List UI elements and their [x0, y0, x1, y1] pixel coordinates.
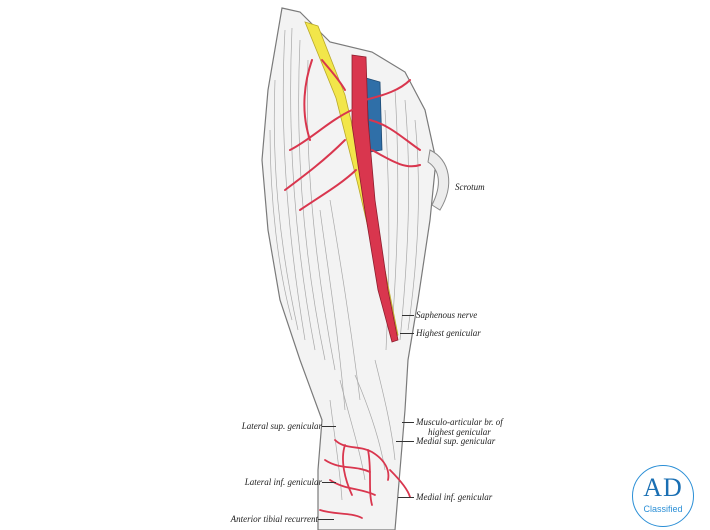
label-musculo-articular-line1: Musculo-articular br. of — [416, 417, 503, 427]
leader-anterior-tibial-recurrent — [318, 519, 334, 520]
leader-lateral-sup-genicular — [322, 426, 336, 427]
label-highest-genicular: Highest genicular — [416, 328, 481, 338]
leader-highest-genicular — [400, 333, 414, 334]
label-lateral-inf-genicular: Lateral inf. genicular — [244, 477, 322, 487]
label-anterior-tibial-recurrent: Anterior tibial recurrent — [230, 514, 318, 524]
leader-medial-inf-genicular — [398, 497, 414, 498]
genicular-network — [319, 439, 411, 519]
label-saphenous-nerve: Saphenous nerve — [416, 310, 478, 320]
logo-subtitle: Classified — [643, 504, 683, 514]
label-medial-sup-genicular: Medial sup. genicular — [416, 436, 496, 446]
label-medial-inf-genicular: Medial inf. genicular — [416, 492, 493, 502]
artery-branches — [284, 59, 421, 211]
logo-letters: AD — [643, 473, 683, 502]
leader-musculo-articular — [402, 422, 414, 423]
label-lateral-sup-genicular: Lateral sup. genicular — [241, 421, 322, 431]
leader-saphenous-nerve — [402, 315, 414, 316]
label-scrotum: Scrotum — [455, 182, 485, 192]
scrotum-outline — [427, 149, 450, 211]
label-musculo-articular-line2: highest genicular — [428, 427, 491, 437]
ad-classified-logo[interactable]: AD Classified — [632, 465, 694, 527]
thigh-outline — [261, 7, 437, 530]
leader-lateral-inf-genicular — [322, 482, 336, 483]
leader-medial-sup-genicular — [396, 441, 414, 442]
